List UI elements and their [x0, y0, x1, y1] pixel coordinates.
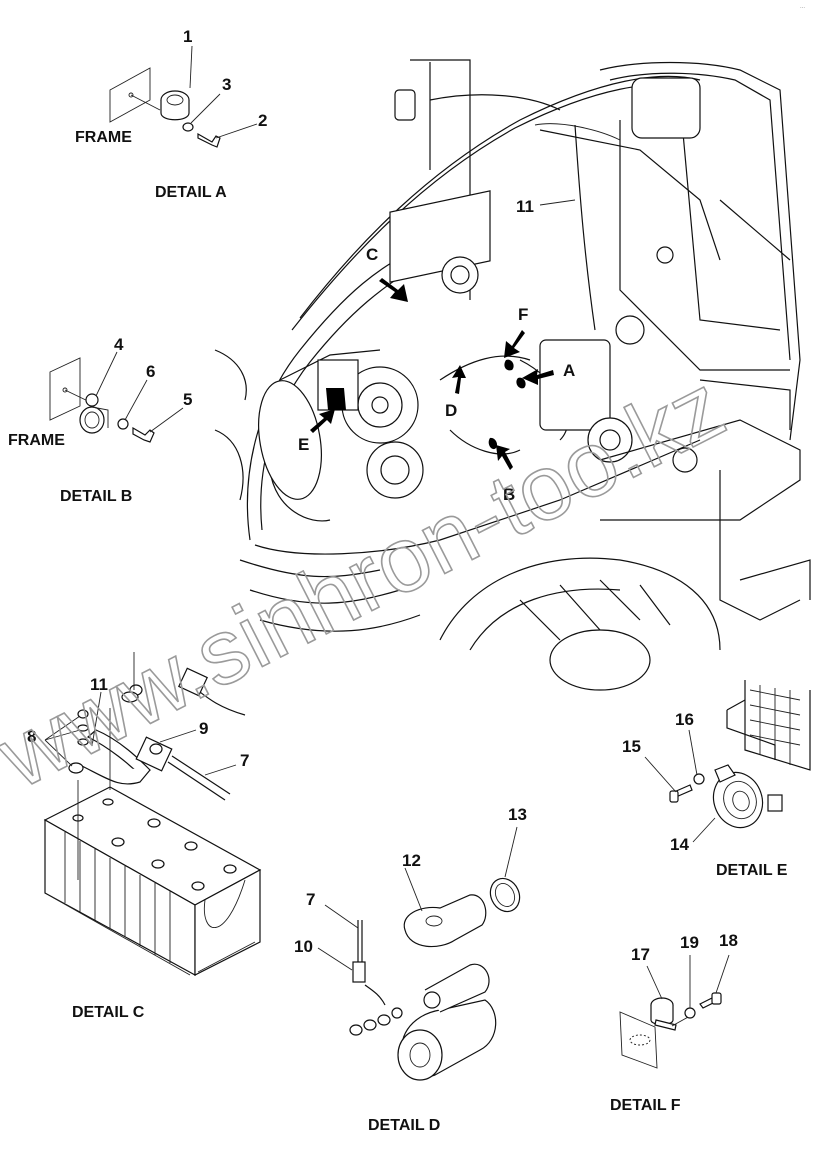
view-label-b: B — [503, 485, 515, 504]
callout-8: 8 — [27, 727, 36, 746]
horn-14 — [712, 764, 783, 829]
callout-19: 19 — [680, 933, 699, 952]
callout-17: 17 — [631, 945, 650, 964]
grommet-4 — [85, 393, 99, 407]
callout-10: 10 — [294, 937, 313, 956]
marker-b — [488, 437, 498, 450]
arrow-f — [504, 330, 525, 358]
terminal-10 — [352, 961, 366, 983]
fender-steps — [599, 379, 811, 621]
arrow-c — [379, 278, 408, 302]
marker-a — [516, 377, 526, 389]
view-label-a: A — [563, 361, 575, 380]
detail-f-caption: DETAIL F — [610, 1097, 681, 1114]
callout-16: 16 — [675, 710, 694, 729]
detail-b-caption: DETAIL B — [60, 488, 132, 505]
frame-plate-a — [109, 67, 151, 123]
battery — [43, 786, 262, 977]
main-machine-view: 11 C F A D E B — [214, 59, 811, 691]
frame-label-a: FRAME — [75, 129, 132, 146]
detail-c-caption: DETAIL C — [72, 1004, 145, 1021]
callout-1: 1 — [183, 27, 192, 46]
callout-leader-11-main — [539, 199, 576, 206]
bolt-2 — [197, 132, 221, 148]
washer-19 — [684, 1007, 696, 1019]
bolt-5 — [132, 426, 155, 443]
engine-hood — [239, 239, 701, 632]
view-arrows — [310, 278, 554, 470]
callout-4: 4 — [114, 335, 124, 354]
frame-label-b: FRAME — [8, 432, 65, 449]
detail-e: 16 15 14 DETAIL E — [622, 680, 811, 879]
callout-9: 9 — [199, 719, 208, 738]
callout-18: 18 — [719, 931, 738, 950]
detail-a-caption: DETAIL A — [155, 184, 227, 201]
arrow-e — [310, 409, 335, 433]
clamp-13 — [489, 877, 521, 913]
callout-7-d: 7 — [306, 890, 315, 909]
boot-12 — [403, 894, 487, 948]
callout-11-main: 11 — [516, 197, 534, 216]
marker-e — [326, 388, 346, 410]
cable-7 — [167, 761, 226, 801]
washer-3 — [182, 122, 194, 132]
washer-6 — [117, 418, 129, 430]
callout-13: 13 — [508, 805, 527, 824]
frame-plate-b — [49, 357, 81, 421]
callout-6: 6 — [146, 362, 155, 381]
tires — [214, 349, 721, 691]
cable-11-main — [574, 124, 596, 331]
view-label-d: D — [445, 401, 457, 420]
callout-3: 3 — [222, 75, 231, 94]
callout-11-detail: 11 — [90, 675, 108, 694]
callout-12: 12 — [402, 851, 421, 870]
arrow-b — [496, 445, 513, 470]
callout-15: 15 — [622, 737, 641, 756]
detail-c: 11 8 9 7 DETAIL C — [27, 652, 262, 1021]
detail-d-caption: DETAIL D — [368, 1117, 440, 1134]
view-label-f: F — [518, 305, 528, 324]
detail-a: 1 3 2 FRAME DETAIL A — [75, 27, 267, 201]
starter-motor — [397, 963, 497, 1081]
detail-f: 17 19 18 DETAIL F — [610, 931, 738, 1114]
frame-plate-f — [619, 1011, 658, 1069]
callout-7-c: 7 — [240, 751, 249, 770]
washer-16 — [693, 773, 705, 785]
marker-f — [504, 359, 514, 371]
view-label-c: C — [366, 245, 378, 264]
detail-d: 12 13 7 10 DETAIL D — [294, 805, 527, 1134]
callout-5: 5 — [183, 390, 192, 409]
engine-assembly — [317, 190, 674, 499]
corner-mark: ... — [800, 4, 805, 10]
callout-14: 14 — [670, 835, 689, 854]
arrow-a — [522, 369, 554, 385]
battery-cable-assembly — [68, 652, 246, 880]
cab-frame — [291, 59, 801, 441]
detail-e-caption: DETAIL E — [716, 862, 788, 879]
callout-2: 2 — [258, 111, 267, 130]
arrow-d — [452, 365, 466, 394]
detail-b: 4 6 5 FRAME DETAIL B — [8, 335, 192, 505]
view-label-e: E — [298, 435, 309, 454]
radiator-grille — [726, 680, 811, 771]
